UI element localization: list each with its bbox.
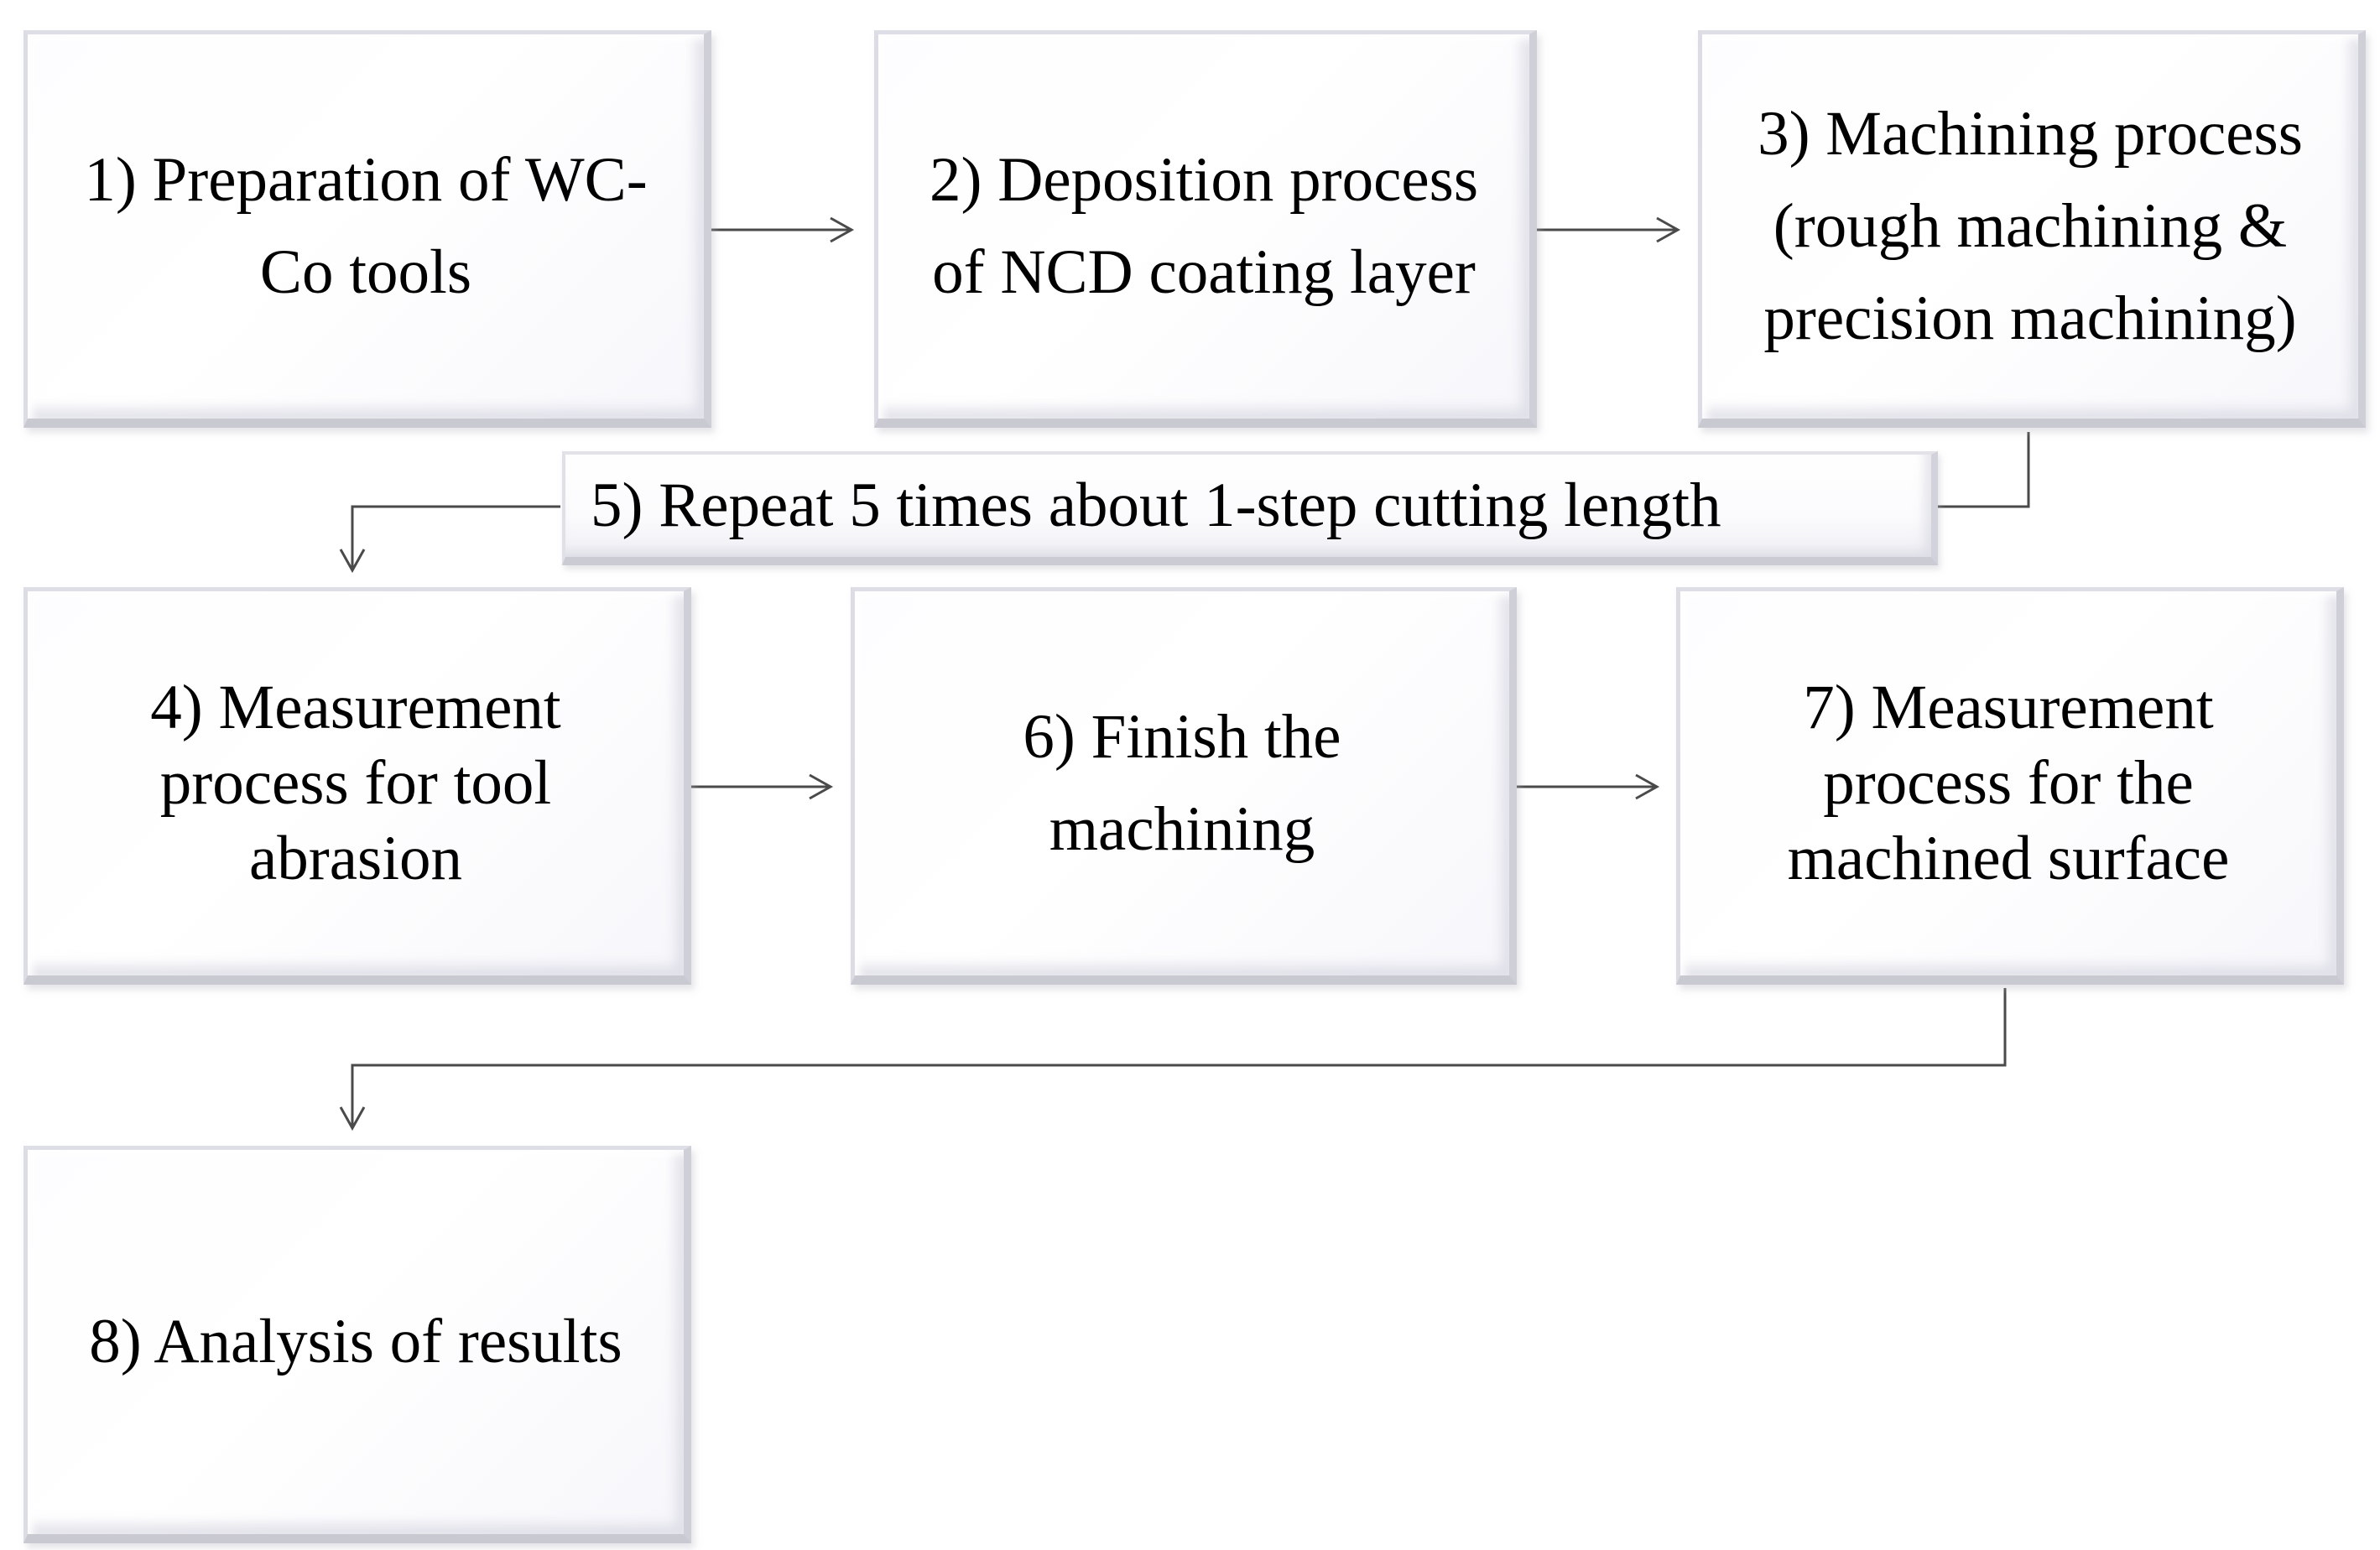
step-4-box: 4) Measurement process for tool abrasion	[23, 587, 691, 985]
step-4-label-line-2: process for tool	[159, 748, 552, 818]
step-1-label-line-1: 1) Preparation of WC-	[84, 145, 648, 215]
step-6-label-line-1: 6) Finish the	[1023, 702, 1341, 772]
step-7-label-line-3: machined surface	[1787, 824, 2230, 893]
step-8-box: 8) Analysis of results	[23, 1146, 691, 1543]
arrow-step2-to-step3	[1532, 216, 1681, 243]
step-6-box: 6) Finish the machining	[851, 587, 1517, 985]
step-6-label-line-2: machining	[1049, 794, 1315, 864]
step-7-label-line-2: process for the	[1823, 748, 2194, 818]
step-3-label-line-1: 3) Machining process	[1758, 99, 2303, 169]
step-3-box: 3) Machining process (rough machining & …	[1698, 30, 2366, 428]
step-7-label-line-1: 7) Measurement	[1803, 673, 2214, 742]
step-2-label-line-2: of NCD coating layer	[932, 237, 1476, 307]
step-1-label-line-2: Co tools	[259, 237, 472, 307]
step-4-label-line-1: 4) Measurement	[150, 673, 561, 742]
step-5-banner: 5) Repeat 5 times about 1-step cutting l…	[562, 451, 1938, 565]
arrow-step4-to-step6	[688, 773, 834, 800]
step-3-label-line-2: (rough machining &	[1773, 191, 2288, 261]
step-4-label-line-3: abrasion	[248, 824, 463, 893]
step-2-box: 2) Deposition process of NCD coating lay…	[874, 30, 1537, 428]
step-7-box: 7) Measurement process for the machined …	[1676, 587, 2344, 985]
arrow-step6-to-step7	[1512, 773, 1660, 800]
step-3-label-line-3: precision machining)	[1763, 283, 2297, 353]
arrow-step1-to-step2	[709, 216, 855, 243]
step-5-label: 5) Repeat 5 times about 1-step cutting l…	[591, 471, 1721, 540]
step-8-label-line-1: 8) Analysis of results	[89, 1307, 622, 1376]
connector-step7-to-step8	[339, 988, 2007, 1131]
loop-connector-step3-to-step4	[339, 432, 2030, 574]
step-1-box: 1) Preparation of WC- Co tools	[23, 30, 711, 428]
step-2-label-line-1: 2) Deposition process	[929, 145, 1479, 215]
